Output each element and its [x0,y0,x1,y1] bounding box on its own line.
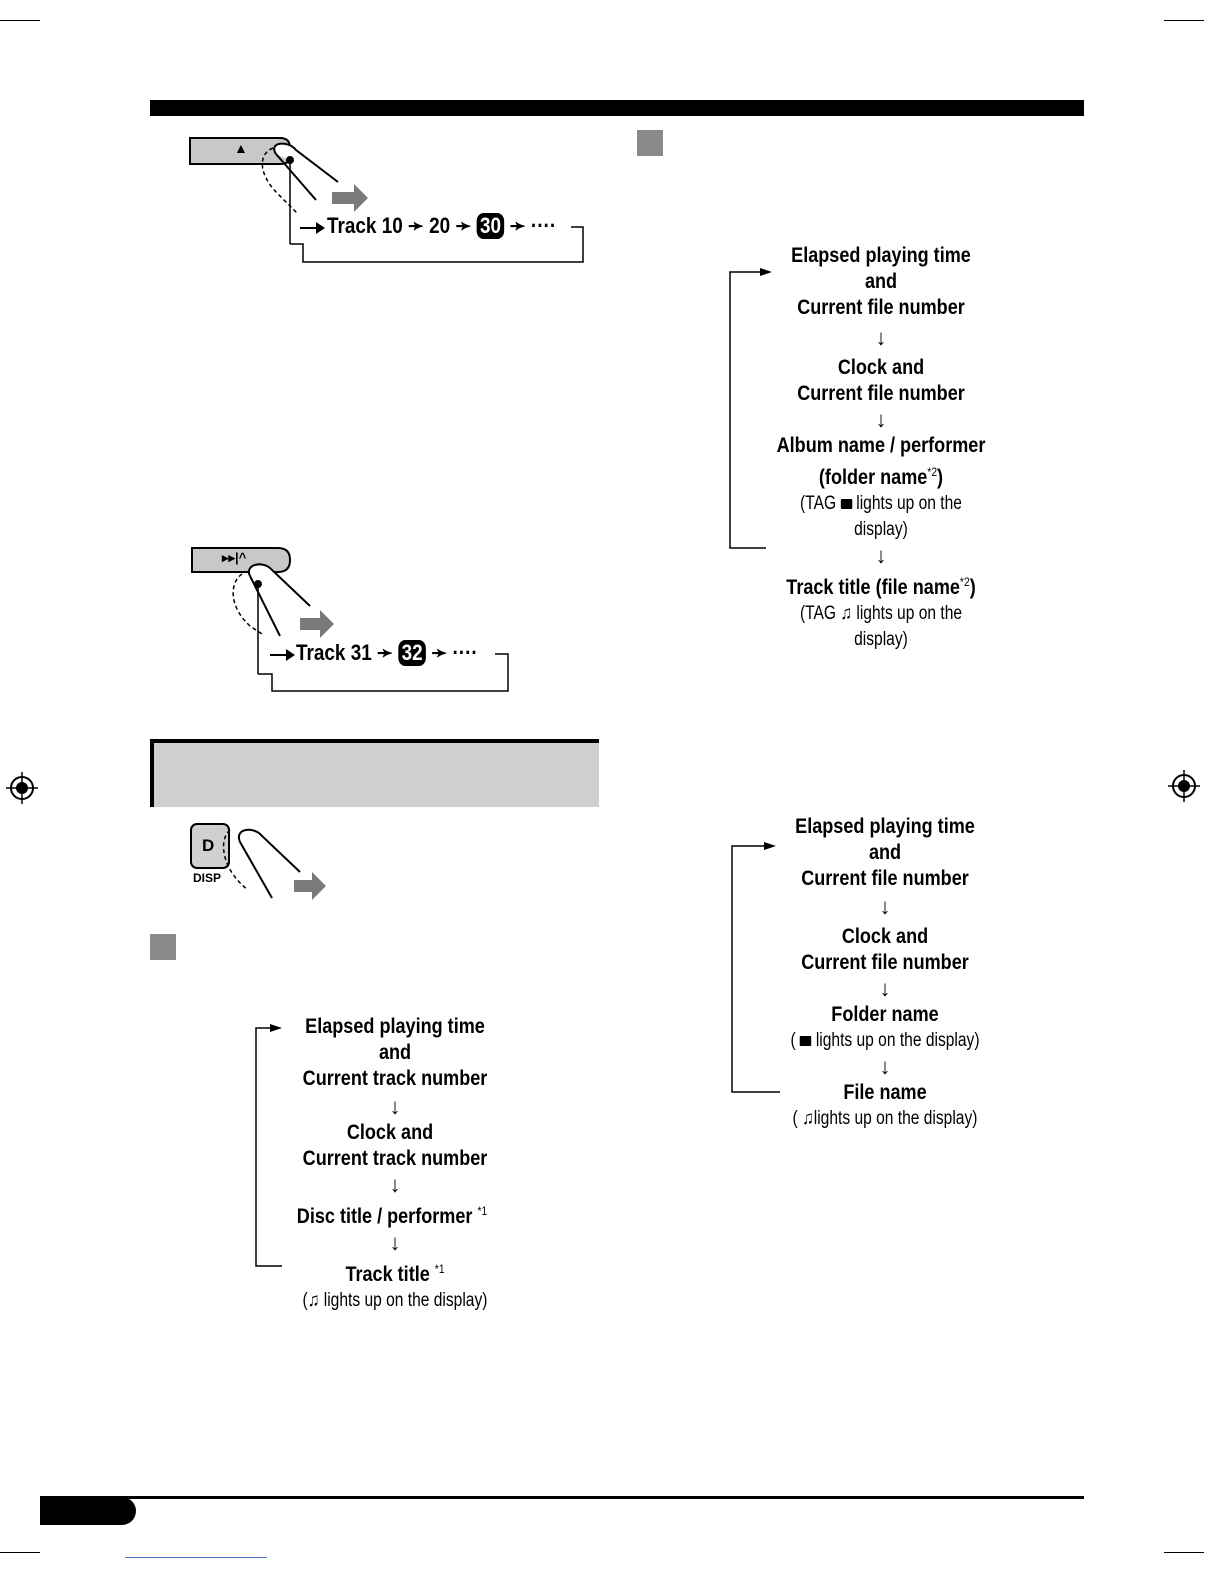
section-marker-square [150,934,176,960]
note-text: lights up on the display) [854,493,962,540]
flow-item: Clock and [841,925,929,948]
seq-dots: ···· [530,213,557,238]
flow-item-text: ) [937,466,944,489]
crop-mark [1164,20,1204,21]
note-text: ( [792,1108,798,1129]
down-arrow-icon: ↓ [389,1230,401,1255]
seq-arrow: ➛ [431,640,448,665]
footnote-ref: *1 [434,1262,445,1276]
display-flow-file: Elapsed playing time and Current file nu… [760,814,1010,1132]
flow-item: Disc title / performer *1 [282,1198,502,1230]
display-flow-cd: Elapsed playing time and Current track n… [270,1014,520,1314]
music-note-icon: ♫ [307,1290,320,1311]
note-text: ( [790,1030,796,1051]
down-arrow-icon: ↓ [879,894,891,919]
down-arrow-icon: ↓ [389,1172,401,1197]
folder-icon [800,1036,812,1046]
flow-item: Current file number [797,296,965,319]
flow-note: (TAG lights up on the display) [779,491,984,543]
flow-item: Elapsed playing time and [305,1015,485,1064]
flow-item: Current file number [797,382,965,405]
note-text: lights up on the display) [854,603,963,650]
flow-note: ( lights up on the display) [783,1028,988,1054]
flow-item: Current track number [302,1067,488,1090]
disp-button-illustration [190,823,326,900]
footer-rule [40,1496,1084,1499]
note-text: lights up on the display) [815,1030,980,1051]
note-text: ( [302,1290,308,1311]
section-header-bar [150,100,1084,116]
footnote-ref: *1 [477,1204,488,1218]
flow-item: Track title (file name*2) [774,569,989,601]
down-arrow-icon: ↓ [875,325,887,350]
seq-arrow: ➛ [509,213,526,238]
crop-mark [1164,1552,1204,1553]
flow-item: Clock and [346,1121,434,1144]
flow-loop-line [729,268,772,549]
flow-note: (TAG ♫ lights up on the display) [779,601,984,653]
registration-mark-icon [1168,770,1200,802]
flow-note: (♫ lights up on the display) [293,1288,498,1314]
note-text: lights up on the display) [323,1290,488,1311]
seq-arrow: ➛ [377,640,393,665]
disp-caption: DISP [193,871,222,885]
track-skip-sequence: Track 31 ➛ 32 ➛ ···· [296,640,478,666]
seq-label: Track 10 [327,213,403,238]
section-marker-square [637,130,663,156]
down-arrow-icon: ↓ [389,1094,401,1119]
flow-loop-line [255,1024,282,1267]
down-arrow-icon: ↓ [875,407,887,432]
seq-label: Track 31 [296,640,372,665]
section-title-box [150,739,599,807]
footnote-ref: *2 [927,465,938,479]
down-arrow-icon: ↓ [875,543,887,568]
flow-item: (folder name*2) [774,459,989,491]
crop-mark [0,1552,40,1553]
seq-dots: ···· [452,640,478,665]
next-button-illustration [191,547,509,692]
registration-mark-icon [6,772,38,804]
display-flow-tag: Elapsed playing time and Current file nu… [756,243,1006,653]
note-text: (TAG [800,493,837,514]
crop-mark [0,20,40,21]
flow-item: Clock and [837,356,925,379]
flow-item: Folder name [831,1003,939,1026]
flow-item: File name [843,1081,927,1104]
flow-item: Current track number [302,1147,488,1170]
footer-link-line [125,1557,267,1558]
note-text: (TAG [799,603,837,624]
flow-item: Current file number [801,867,969,890]
seq-value-highlight: 32 [398,640,427,666]
up-button-illustration [189,137,584,263]
up-glyph: ▲ [234,140,248,156]
flow-item-text: ) [969,576,976,599]
flow-item-text: (folder name [818,466,928,489]
next-glyph: ▸▸|^ [222,550,247,565]
flow-item: Elapsed playing time and [795,815,975,864]
note-text: lights up on the display) [813,1108,978,1129]
disp-key-label: D [202,836,215,855]
flow-note: ( ♫lights up on the display) [783,1106,988,1132]
flow-item: Track title *1 [288,1256,503,1288]
seq-value: 20 [429,213,451,238]
seq-value-highlight: 30 [476,213,505,239]
flow-loop-line [731,842,780,1093]
down-arrow-icon: ↓ [879,1054,891,1079]
down-arrow-icon: ↓ [879,976,891,1001]
flow-item: Album name / performer [776,434,986,457]
music-note-icon: ♫ [802,1108,814,1129]
music-note-icon: ♫ [840,603,853,624]
seq-arrow: ➛ [455,213,472,238]
flow-item-text: Track title (file name [786,576,960,599]
flow-item-text: Track title [345,1263,430,1286]
footnote-ref: *2 [959,575,970,589]
flow-item-text: Disc title / performer [296,1205,473,1228]
flow-item: Current file number [801,951,969,974]
track-skip-sequence: Track 10 ➛ 20 ➛ 30 ➛ ···· [327,213,556,239]
flow-item: Elapsed playing time and [791,244,971,293]
folder-icon [840,499,852,509]
seq-arrow: ➛ [408,213,424,238]
page-number-tab [40,1497,136,1525]
